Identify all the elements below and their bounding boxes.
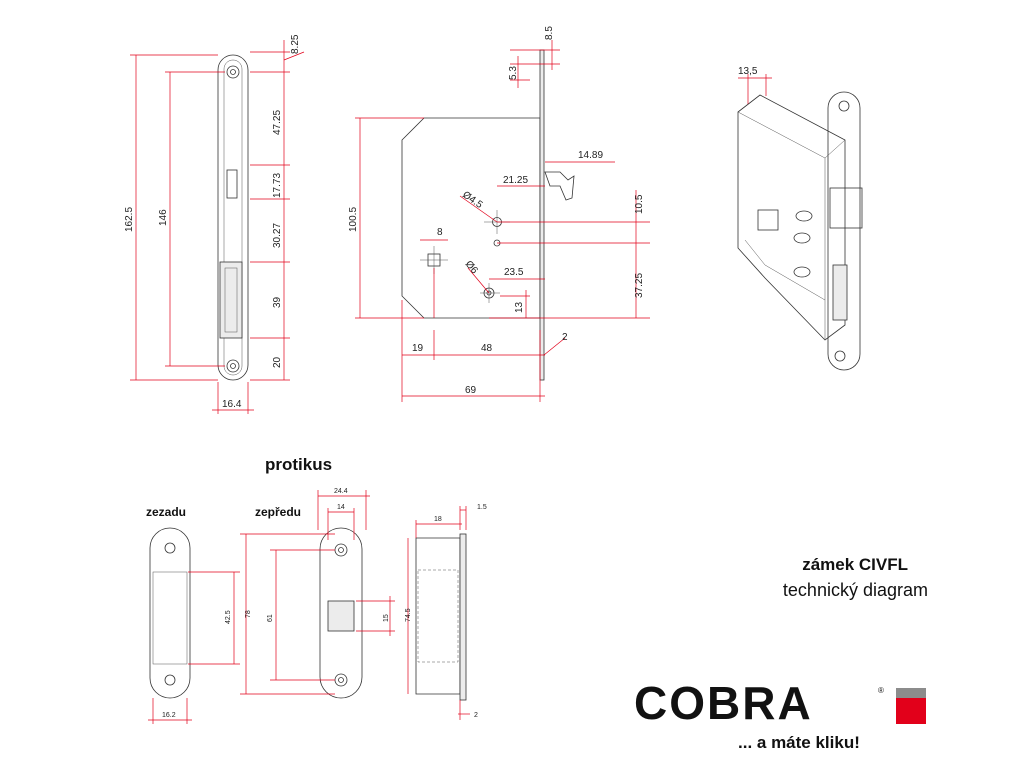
dim-strike-side-bottom: 2 [474,712,478,719]
registered-mark: ® [878,686,884,695]
dim-top-b: 5.3 [508,66,519,80]
dim-strike-front-height-inner: 61 [267,614,274,622]
strike-plate-title: protikus [265,455,333,474]
dim-square: 8 [437,227,443,238]
dim-strike-side-height: 74.5 [405,608,412,622]
brand-tagline: ... a máte kliku! [738,733,860,752]
dim-iso-offset: 13,5 [738,66,758,77]
dim-strike-front-slot: 15 [383,614,390,622]
dim-bottom-offset: 20 [272,356,283,368]
dim-strike-front-height-outer: 78 [245,610,252,618]
dim-strike-front-inner: 14 [337,504,345,511]
dim-latch-proj: 14.89 [578,150,603,161]
dim-hole-d2: Ø6 [463,259,480,277]
dim-latch-height: 17.73 [272,173,283,198]
isometric-view: 13,5 [737,66,863,371]
dim-strike-front-width: 24.4 [334,488,348,495]
dim-strike-back-height: 42.5 [225,610,232,624]
dim-case-depth: 69 [465,385,477,396]
dim-to-latch: 47.25 [272,110,283,135]
product-subtitle: technický diagram [782,580,928,600]
strike-side-view: 18 1.5 74.5 2 [405,504,487,720]
dim-lower-height: 37.25 [634,273,645,298]
dim-hole-d1: Ø4.5 [460,189,484,211]
dim-backset-left: 19 [412,343,424,354]
dim-spindle-gap: 10.5 [634,194,645,214]
dim-spindle-dist: 21.25 [503,175,528,186]
back-view-label: zezadu [146,505,187,519]
dim-faceplate-width: 16.4 [222,399,242,410]
product-name: zámek CIVFL [802,555,908,574]
dim-strike-side-depth: 18 [434,516,442,523]
dim-small: 13 [514,301,525,313]
dim-strike-back-width: 16.2 [162,712,176,719]
brand-square-red [896,698,926,724]
dim-total-height: 162.5 [124,207,135,232]
strike-back-view: 42.5 16.2 [148,527,240,724]
brand-square-gray [896,688,926,698]
dim-bolt-height: 39 [272,296,283,308]
dim-cyl-dist: 23.5 [504,267,524,278]
dim-latch-to-bolt: 30.27 [272,223,283,248]
strike-front-view: 24.4 14 78 61 15 [240,488,395,699]
dim-top-offset: 8.25 [290,34,301,54]
dim-plate-thick: 2 [562,332,568,343]
front-view-label: zepředu [255,505,302,519]
dim-strike-side-thick: 1.5 [477,504,487,511]
faceplate-view: 8.25 47.25 17.73 30.27 39 20 162.5 146 1… [124,34,305,414]
brand-logo: COBRA ® [634,680,926,728]
dim-case-height: 100.5 [348,207,359,232]
dim-top-a: 8.5 [544,26,555,40]
brand-wordmark: COBRA [634,677,813,729]
lock-side-view: 8.5 5.3 14.89 100.5 21.25 Ø4.5 10.5 8 Ø6… [348,26,650,402]
dim-hole-spacing: 146 [158,209,169,226]
dim-backset: 48 [481,343,493,354]
